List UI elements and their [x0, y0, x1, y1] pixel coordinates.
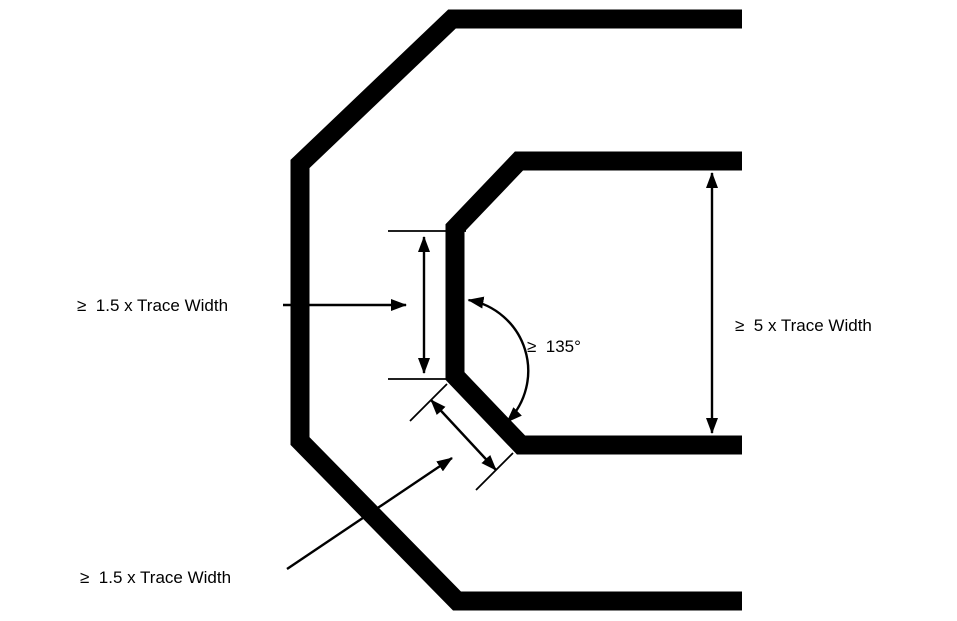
left-segment-label: ≥ 1.5 x Trace Width: [77, 296, 228, 315]
diagonal-dimension-arrow: [430, 399, 497, 471]
bend-angle-label: ≥ 135°: [527, 337, 581, 356]
diagonal-segment-label: ≥ 1.5 x Trace Width: [80, 568, 231, 587]
bend-angle-annotation: ≥ 135°: [467, 296, 581, 423]
diagonal-extension-line-top: [409, 383, 448, 422]
right-spacing-dimension: ≥ 5 x Trace Width: [706, 172, 872, 434]
diagonal-leader-arrow: [286, 457, 453, 570]
outer-trace: [290, 9, 742, 611]
right-spacing-label: ≥ 5 x Trace Width: [735, 316, 872, 335]
diagonal-extension-line-bottom: [475, 452, 514, 491]
diagonal-segment-dimension: ≥ 1.5 x Trace Width: [80, 383, 514, 587]
inner-trace: [445, 151, 742, 455]
traces: [290, 9, 742, 611]
angle-arc-arrow: [467, 296, 530, 423]
left-segment-dimension: ≥ 1.5 x Trace Width: [77, 230, 466, 380]
